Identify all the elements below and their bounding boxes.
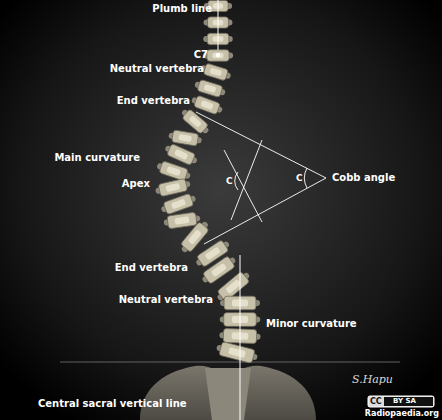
curve-label: Minor curvature (266, 318, 357, 330)
vertebral-body (167, 212, 197, 229)
watermark: Radiopaedia.org (365, 409, 439, 419)
vertebra-highlight (188, 229, 202, 244)
vertebra-highlight (174, 149, 188, 160)
pelvis (140, 366, 316, 420)
vertebral-body (207, 50, 229, 61)
vertebra-highlight (205, 247, 221, 261)
vertebra (155, 160, 192, 183)
vertebra-highlight (228, 347, 246, 358)
csvl-line (240, 255, 241, 420)
vertebra-highlight (211, 263, 227, 277)
vertebral-body (182, 109, 209, 134)
perpendicular-line (224, 150, 262, 222)
transverse-process (181, 109, 210, 135)
vertebra-highlight (171, 199, 186, 210)
vertebra (190, 94, 224, 116)
vertebral-body (158, 178, 187, 196)
signature: S.Hapu (352, 374, 393, 386)
license-badge (368, 396, 434, 407)
vertebra-highlight (204, 84, 217, 93)
vertebral-body (167, 144, 196, 166)
perpendicular-line (231, 140, 262, 220)
vertebral-body (194, 95, 221, 115)
transverse-process (181, 221, 209, 253)
apex-label: Apex (122, 178, 150, 190)
vertebral-body (159, 161, 188, 181)
vertebra-label: End vertebra (115, 262, 188, 274)
vertebra-highlight (225, 279, 241, 294)
license-badge-dark (384, 397, 433, 406)
vertebral-body (180, 222, 209, 253)
line-label: Central sacral vertical line (38, 398, 187, 410)
plumb-line (218, 0, 219, 50)
sacrum (205, 368, 251, 420)
curve-label: Main curvature (54, 152, 140, 164)
vertebral-body (219, 342, 255, 364)
vertebra-highlight (174, 216, 189, 224)
vertebra-highlight (189, 115, 202, 128)
vertebra-highlight (210, 68, 223, 77)
vertebra-highlight (212, 53, 223, 59)
license-label: CC (370, 397, 382, 406)
vertebra-highlight (166, 166, 181, 176)
vertebra-label: C7 (194, 49, 208, 61)
license-label: BY SA (393, 397, 416, 406)
vertebral-body (203, 63, 228, 81)
angle-letter: C (226, 175, 233, 187)
angle-arc (235, 172, 238, 190)
vertebral-body (197, 79, 223, 97)
angle-arc (304, 168, 307, 188)
c7-dot (216, 53, 220, 57)
vertebra-highlight (200, 100, 213, 110)
angle-label: Cobb angle (332, 172, 395, 184)
vertebral-body (163, 193, 194, 214)
vertebra-label: Neutral vertebra (110, 63, 204, 75)
angle-letter: C (296, 172, 303, 184)
plumb-line-label: Plumb line (152, 3, 212, 15)
vertebra (199, 62, 232, 82)
vertebral-body (172, 130, 199, 146)
vertebra-highlight (178, 134, 192, 142)
vertebra (215, 341, 259, 365)
vertebra-label: End vertebra (117, 95, 190, 107)
cobb-line (204, 178, 326, 244)
vertebra-label: Neutral vertebra (119, 294, 213, 306)
vertebra-highlight (166, 183, 181, 192)
vertebrae (154, 0, 260, 364)
pelvic-line (60, 362, 400, 363)
vertebra (193, 78, 227, 98)
